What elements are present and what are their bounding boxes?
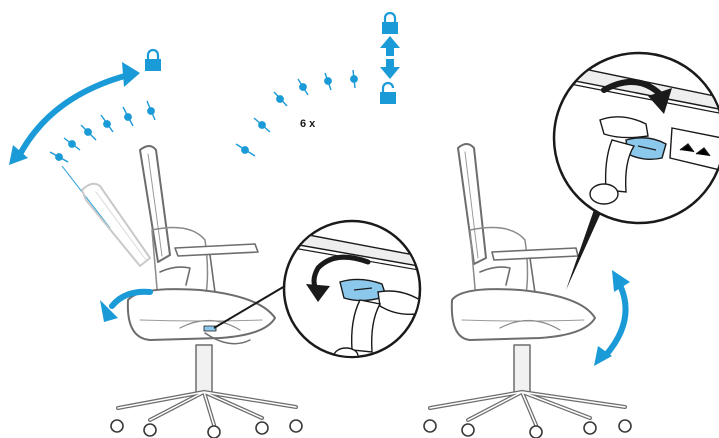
armrest <box>492 248 578 260</box>
lever-detail-zoom <box>282 221 430 364</box>
seat <box>128 289 275 340</box>
lock-icon <box>145 50 161 71</box>
unlock-icon <box>380 83 396 104</box>
callout-pointer <box>566 204 604 290</box>
lever-detail-zoom <box>554 53 719 223</box>
caster-wheels <box>111 420 302 438</box>
star-base <box>118 392 296 425</box>
lock-icon <box>382 13 398 34</box>
up-down-arrow-icon <box>380 36 400 79</box>
arc-arrowhead-top-icon <box>122 62 140 87</box>
curved-double-arrow-icon <box>594 270 630 366</box>
star-base <box>430 392 625 425</box>
seat <box>452 289 595 340</box>
caster-wheels <box>424 420 631 438</box>
backrest-angle-markers <box>50 101 155 228</box>
tilt-range-arrow <box>9 62 140 165</box>
tension-steps-markers <box>236 70 357 156</box>
reclined-backrest-ghost <box>82 184 150 266</box>
office-chair-left <box>82 146 302 438</box>
armrest <box>175 244 258 256</box>
repeat-count-label: 6 x <box>300 118 316 130</box>
